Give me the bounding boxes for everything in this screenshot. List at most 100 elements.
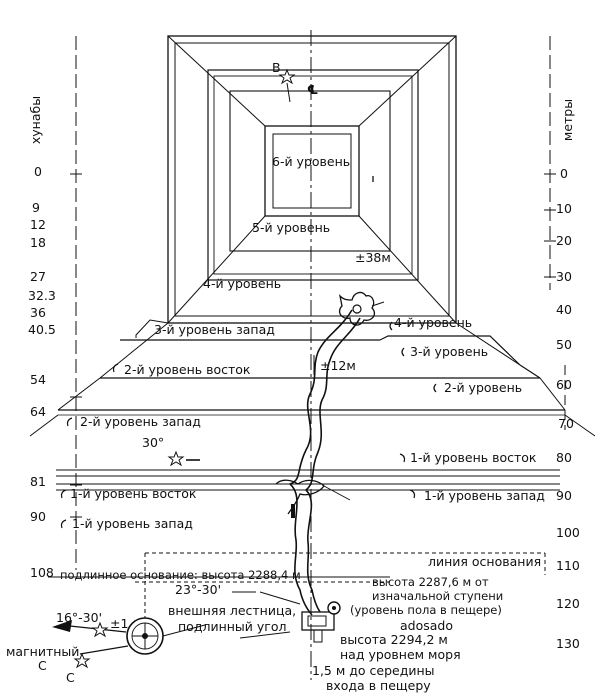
right-tick-label: 30	[556, 269, 572, 284]
curl-mark	[433, 383, 437, 393]
level-2r-label: 2-й уровень	[444, 380, 522, 395]
tier-1-diag-se	[539, 377, 566, 411]
curl-mark	[401, 347, 405, 357]
height-38-label: ±38м	[355, 250, 391, 265]
entrance-box	[301, 611, 335, 631]
tier-4-inner	[272, 133, 352, 209]
right-tick-label: 110	[556, 558, 580, 573]
tier-2-diag-se	[455, 322, 521, 366]
magnetic-label: магнитный	[6, 644, 79, 659]
level-1w-left-label: 1-й уровень запад	[72, 516, 193, 531]
right-ticks	[544, 173, 556, 278]
compass-north-line	[162, 624, 206, 637]
star-icon	[278, 68, 296, 85]
base-diag-sw	[29, 414, 59, 437]
left-tick-label: 32.3	[28, 288, 56, 303]
tier-outer-inner	[174, 42, 450, 317]
left-tick-label: 40.5	[28, 322, 56, 337]
curl-mark	[112, 363, 119, 373]
compass-arrow-north	[52, 620, 72, 632]
tier-3-e-edge	[379, 335, 521, 366]
diag-se	[358, 215, 457, 324]
right-axis-title: метры	[560, 99, 575, 141]
left-tick-label: 90	[30, 509, 46, 524]
right-tick-label: 50	[556, 337, 572, 352]
diag-nw	[167, 35, 266, 127]
entrance-step	[313, 629, 323, 643]
curl-mark	[389, 321, 393, 331]
left-tick-label: 0	[34, 164, 42, 179]
entrance-dot	[332, 606, 336, 610]
ext-stair-label-1: внешняя лестница,	[168, 603, 296, 618]
height-2287-label-1: высота 2287,6 м от	[372, 575, 489, 589]
right-tick-label: 40	[556, 302, 572, 317]
level-3w-label: 3-й уровень запад	[154, 322, 275, 337]
left-tick-label: 36	[30, 305, 46, 320]
tier-2-e-corner	[519, 364, 541, 379]
left-tick-label: 18	[30, 235, 46, 250]
star-icon	[167, 450, 185, 467]
point-b-label: B	[272, 60, 281, 75]
height-2287-label-3: (уровень пола в пещере)	[350, 603, 502, 617]
chamber-center	[352, 304, 362, 314]
level-2w-label: 2-й уровень запад	[80, 414, 201, 429]
level-1w-right-label: 1-й уровень запад	[424, 488, 545, 503]
angle-23-label: 23°-30'	[175, 582, 221, 597]
tier-2-inner	[213, 75, 413, 275]
angle-line	[259, 591, 301, 605]
mid-branch-line	[323, 485, 351, 501]
right-tick-label: 130	[556, 636, 580, 651]
angle-30-label: 30°	[142, 435, 164, 450]
right-tick-label: 90	[556, 488, 572, 503]
chamber-tick	[371, 301, 385, 307]
center-mark: ℄	[307, 82, 318, 97]
tier-1-diag-sw	[57, 377, 101, 411]
tier-3	[229, 90, 391, 252]
north-label-1: С	[38, 658, 47, 673]
entrance-box-inner	[307, 615, 327, 627]
adosado-label: adosado	[400, 618, 453, 633]
height-2294-label-2: над уровнем моря	[340, 647, 461, 662]
tier-2	[207, 69, 419, 281]
right-tick-label: 100	[556, 525, 580, 540]
star-markers	[73, 68, 296, 669]
level-2e-label: 2-й уровень восток	[124, 362, 251, 377]
cave-block	[291, 504, 295, 518]
right-tick-label: 60	[556, 377, 572, 392]
entrance-structures	[232, 591, 341, 643]
baseline-box	[48, 552, 546, 620]
star-pointer	[286, 82, 291, 103]
height-2294-label-1: высота 2294,2 м	[340, 632, 448, 647]
height-2287-label-2: изначальной ступени	[372, 589, 503, 603]
curl-mark	[60, 489, 67, 499]
level-3r-label: 3-й уровень	[410, 344, 488, 359]
pyramid-outline	[29, 35, 596, 437]
cave-path	[275, 291, 385, 616]
curl-mark	[60, 519, 67, 529]
tier-outer	[167, 35, 457, 324]
level-4-label: 4-й уровень	[203, 276, 281, 291]
ext-stair-line	[239, 631, 291, 639]
left-tick-label: 108	[30, 565, 54, 580]
left-tick-label: 81	[30, 474, 46, 489]
compass-magnetic-line	[79, 645, 129, 655]
orig-base-label: подлинное основание: высота 2288,4 м	[60, 568, 301, 582]
cave-chamber-top	[338, 291, 376, 326]
cave-entry-label-1: 1,5 м до середины	[312, 663, 435, 678]
right-tick-label: 80	[556, 450, 572, 465]
left-axis-title: хунабы	[28, 96, 43, 144]
star-icon	[91, 621, 109, 638]
level-1e-right-label: 1-й уровень восток	[410, 450, 537, 465]
compass-angle-label: 16°-30'	[56, 610, 102, 625]
left-tick-label: 54	[30, 372, 46, 387]
level-6-label: 6-й уровень	[272, 154, 350, 169]
star-icon	[73, 652, 91, 669]
left-tick-label: 27	[30, 269, 46, 284]
annotations: B ℄ ±38м ±12м 30° линия основания подлин…	[6, 60, 541, 693]
curl-mark	[399, 453, 406, 463]
compass	[52, 617, 206, 655]
baseline-label: линия основания	[428, 554, 541, 569]
right-tick-label: 120	[556, 596, 580, 611]
north-label-2: С	[66, 670, 75, 685]
